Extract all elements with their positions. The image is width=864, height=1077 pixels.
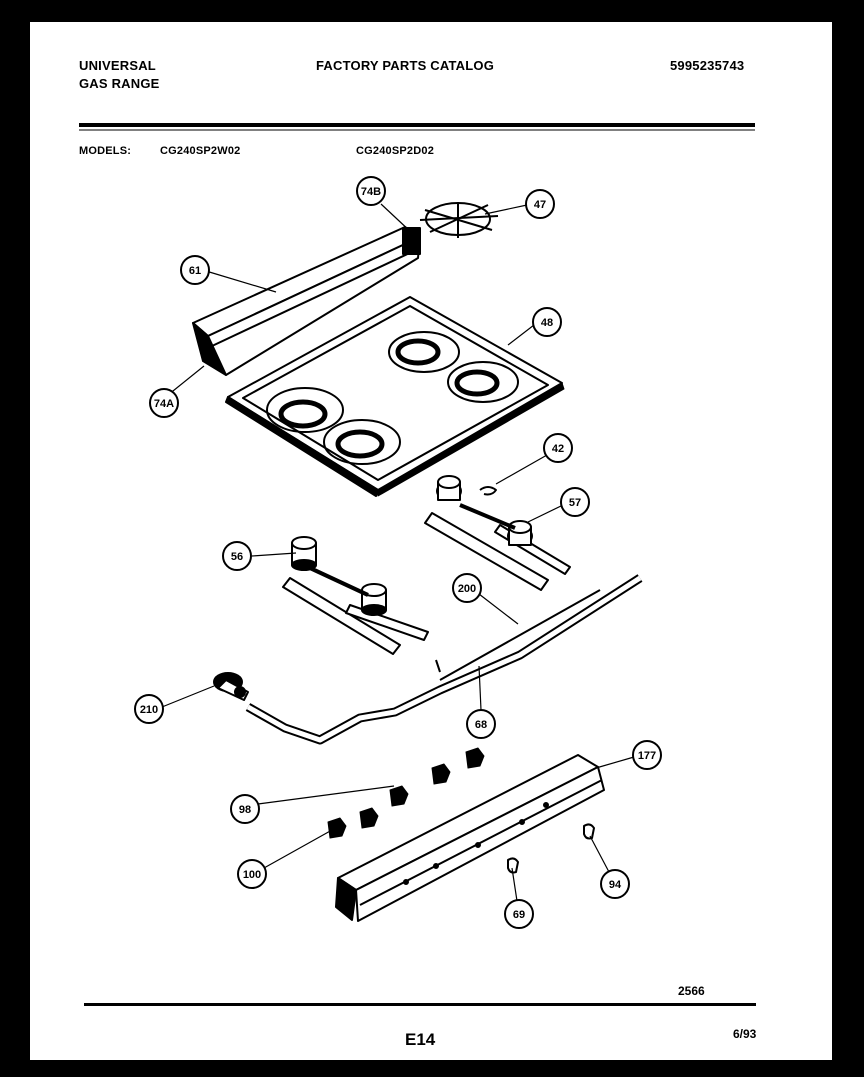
svg-text:100: 100 (243, 869, 261, 881)
cooktop (225, 296, 565, 497)
burner-valves (327, 747, 485, 839)
svg-text:200: 200 (458, 583, 476, 595)
footer-rule (84, 1003, 756, 1006)
svg-text:42: 42 (552, 443, 564, 455)
callout-74b: 74B (356, 176, 386, 206)
callout-68: 68 (466, 709, 496, 739)
page-code: E14 (405, 1030, 436, 1049)
svg-text:69: 69 (513, 909, 525, 921)
revision-date: 6/93 (733, 1027, 757, 1041)
gas-manifold (245, 574, 643, 745)
svg-text:68: 68 (475, 719, 487, 731)
knob-clips (507, 823, 595, 874)
header-rule-thick (79, 123, 755, 127)
callout-210: 210 (134, 694, 164, 724)
svg-text:98: 98 (239, 804, 251, 816)
svg-text:56: 56 (231, 551, 243, 563)
pressure-regulator (213, 672, 249, 701)
burner-grate (419, 202, 499, 238)
brand-line-1: UNIVERSAL (79, 58, 156, 73)
svg-text:74A: 74A (154, 398, 174, 410)
callout-177: 177 (632, 740, 662, 770)
callout-200: 200 (452, 573, 482, 603)
callout-47: 47 (525, 189, 555, 219)
callout-98: 98 (230, 794, 260, 824)
svg-text:48: 48 (541, 317, 553, 329)
callout-57: 57 (560, 487, 590, 517)
models-label: MODELS: (79, 145, 132, 157)
callout-61: 61 (180, 255, 210, 285)
svg-text:57: 57 (569, 497, 581, 509)
brand-line-2: GAS RANGE (79, 76, 160, 91)
model-2: CG240SP2D02 (356, 145, 435, 157)
catalog-page (30, 22, 832, 1060)
callout-labels: 74B 47 61 48 74A 42 57 56 200 210 68 177… (134, 176, 662, 929)
control-panel (335, 754, 605, 922)
callout-74a: 74A (149, 388, 179, 418)
svg-text:47: 47 (534, 199, 546, 211)
catalog-title: FACTORY PARTS CATALOG (316, 58, 495, 73)
svg-text:61: 61 (189, 265, 201, 277)
svg-text:210: 210 (140, 704, 158, 716)
model-1: CG240SP2W02 (160, 145, 241, 157)
leader-lines (161, 203, 635, 902)
callout-94: 94 (600, 869, 630, 899)
callout-42: 42 (543, 433, 573, 463)
burner-assembly-front (282, 536, 429, 655)
svg-text:177: 177 (638, 750, 656, 762)
catalog-number: 5995235743 (670, 58, 745, 73)
burner-assembly-rear (424, 475, 571, 591)
backguard (192, 226, 421, 376)
svg-text:94: 94 (609, 879, 622, 891)
callout-48: 48 (532, 307, 562, 337)
callout-100: 100 (237, 859, 267, 889)
svg-text:74B: 74B (361, 186, 381, 198)
drawing-number: 2566 (678, 984, 705, 998)
callout-56: 56 (222, 541, 252, 571)
callout-69: 69 (504, 899, 534, 929)
